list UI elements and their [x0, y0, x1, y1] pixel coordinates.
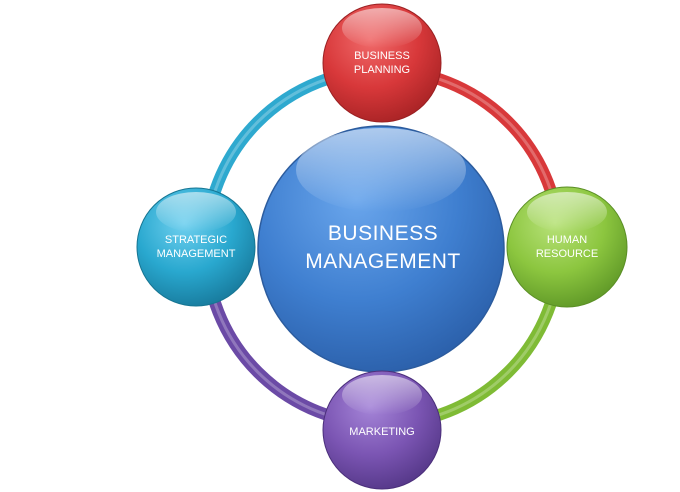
node-right-line1: HUMAN [547, 234, 587, 246]
node-left-line2: MANAGEMENT [157, 248, 236, 260]
node-bottom-line1: MARKETING [349, 426, 414, 438]
node-top-line1: BUSINESS [354, 50, 410, 62]
node-business-planning: BUSINESS PLANNING [322, 3, 442, 123]
center-label-line1: BUSINESS [328, 222, 438, 245]
node-human-resource: HUMAN RESOURCE [506, 186, 628, 308]
center-label-line2: MANAGEMENT [305, 250, 461, 273]
node-strategic-management: STRATEGIC MANAGEMENT [136, 187, 256, 307]
node-left-line1: STRATEGIC [165, 234, 227, 246]
node-top-line2: PLANNING [354, 64, 410, 76]
node-marketing: MARKETING [322, 370, 442, 490]
center-node: BUSINESS MANAGEMENT [257, 125, 505, 373]
node-right-line2: RESOURCE [536, 248, 598, 260]
